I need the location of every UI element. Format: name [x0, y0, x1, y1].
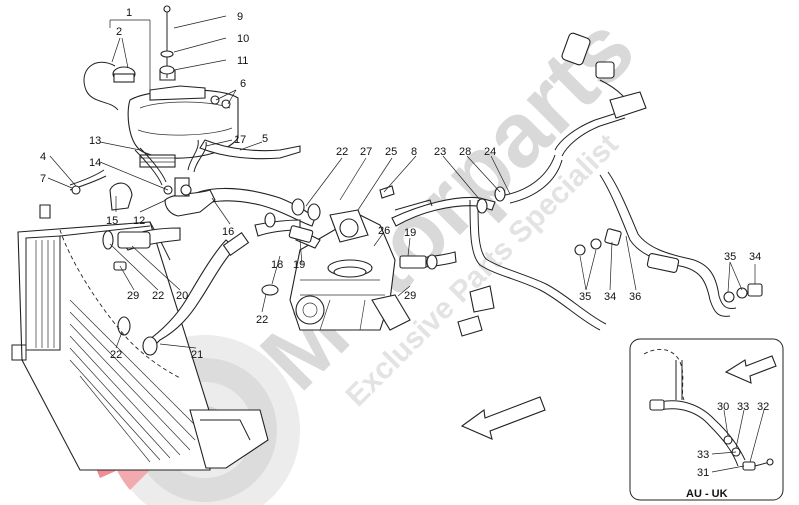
- callout-33b: 33: [697, 449, 709, 461]
- callout-35a: 35: [579, 291, 591, 303]
- callout-16: 16: [222, 226, 234, 238]
- callout-20: 20: [176, 290, 188, 302]
- callout-13: 13: [89, 135, 101, 147]
- callout-12: 12: [133, 215, 145, 227]
- callout-23: 23: [434, 146, 446, 158]
- callout-29b: 29: [127, 290, 139, 302]
- expansion-tank: [127, 5, 239, 168]
- callout-4: 4: [40, 151, 46, 163]
- callout-34a: 34: [604, 291, 616, 303]
- callout-22c: 22: [256, 314, 268, 326]
- callout-32: 32: [757, 401, 769, 413]
- callout-14: 14: [89, 157, 101, 169]
- callout-31: 31: [697, 467, 709, 479]
- callout-5: 5: [262, 133, 268, 145]
- callouts: 1 2 9 10 11 6 13 17 5 4 14 7 15 12 16 22…: [40, 7, 769, 500]
- inset-au-uk: [629, 338, 784, 501]
- callout-19a: 19: [404, 227, 416, 239]
- callout-19b: 19: [293, 259, 305, 271]
- callout-7: 7: [40, 173, 46, 185]
- callout-24: 24: [484, 146, 496, 158]
- radiator: [11, 204, 269, 471]
- callout-21: 21: [191, 349, 203, 361]
- callout-25: 25: [385, 146, 397, 158]
- callout-1: 1: [126, 7, 132, 19]
- callout-33a: 33: [737, 401, 749, 413]
- callout-18: 18: [271, 259, 283, 271]
- callout-22b: 22: [152, 290, 164, 302]
- callout-28: 28: [459, 146, 471, 158]
- callout-27: 27: [360, 146, 372, 158]
- callout-15: 15: [106, 215, 118, 227]
- clamps-and-fittings: [71, 50, 763, 337]
- callout-17: 17: [234, 134, 246, 146]
- callout-26: 26: [378, 225, 390, 237]
- dashed-routing: [59, 229, 181, 379]
- callout-34b: 34: [749, 251, 761, 263]
- callout-8: 8: [411, 146, 417, 158]
- callout-35b: 35: [724, 251, 736, 263]
- callout-22d: 22: [110, 349, 122, 361]
- callout-10: 10: [237, 33, 249, 45]
- callout-2: 2: [116, 26, 122, 38]
- direction-arrow-main: [460, 396, 546, 440]
- callout-11: 11: [237, 55, 248, 67]
- radiator-fins: [35, 240, 201, 463]
- inset-title: AU - UK: [686, 488, 728, 500]
- callout-6: 6: [240, 78, 246, 90]
- callout-30: 30: [717, 401, 729, 413]
- filler-cap: [83, 61, 136, 111]
- callout-9: 9: [237, 11, 243, 23]
- callout-29a: 29: [404, 290, 416, 302]
- callout-22a: 22: [336, 146, 348, 158]
- leader-lines: [47, 15, 765, 473]
- callout-36: 36: [629, 291, 641, 303]
